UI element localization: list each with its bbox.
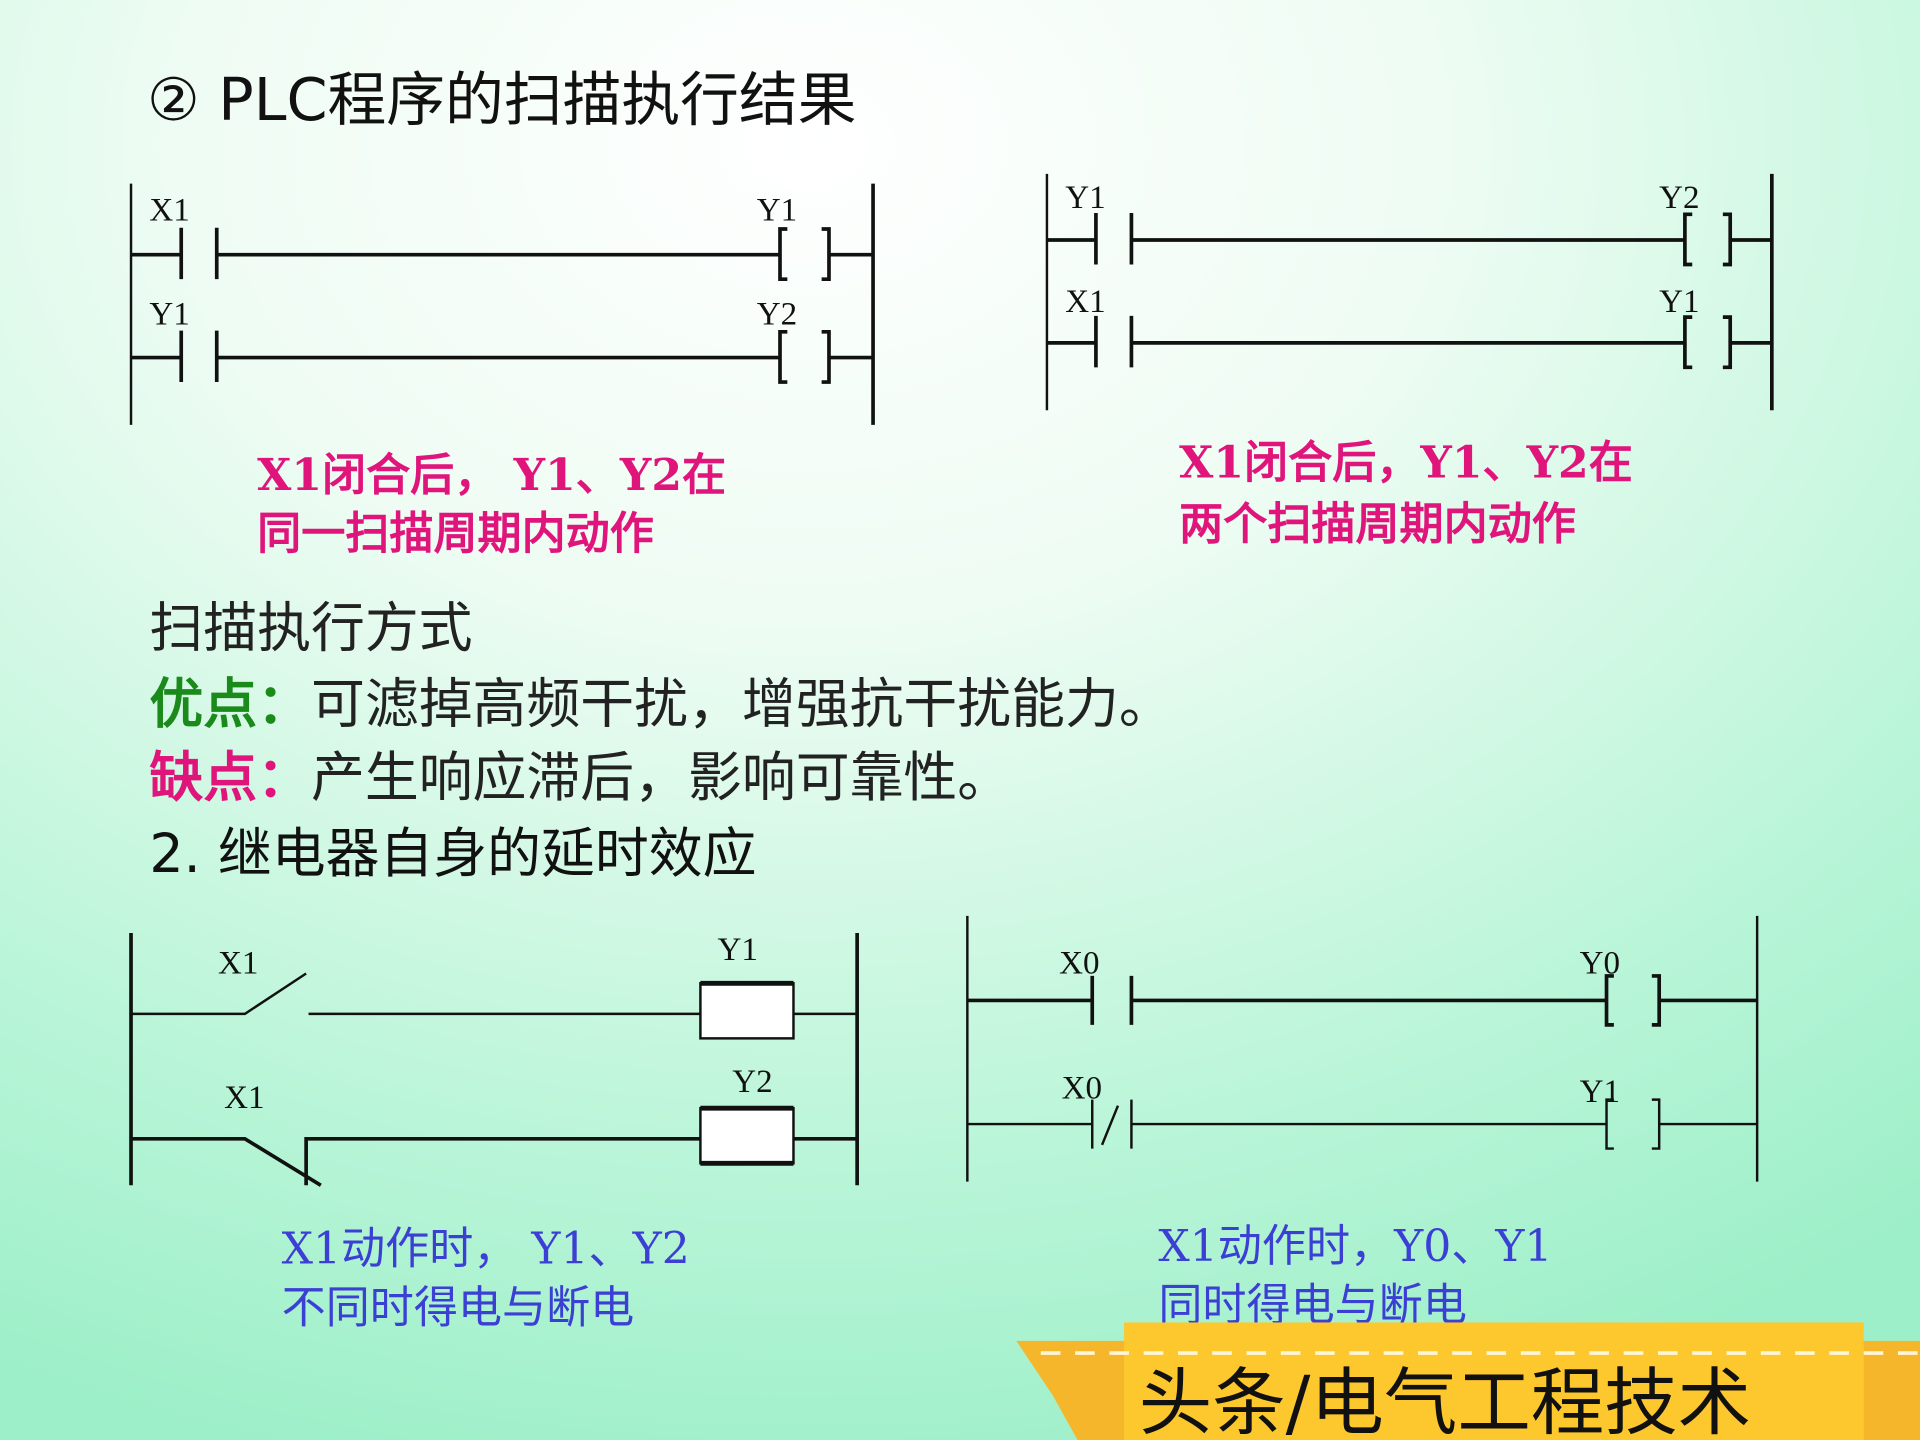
pros-label: 优点：: [149, 672, 311, 735]
switch-label: X1: [218, 945, 258, 981]
coil-label: Y2: [757, 296, 797, 332]
watermark-banner: 头条/电气工程技术: [1016, 1322, 1920, 1440]
section-2-heading: 2. 继电器自身的延时效应: [149, 822, 756, 885]
cons-label: 缺点：: [149, 746, 311, 809]
cons-text: 产生响应滞后，影响可靠性。: [311, 746, 1011, 809]
coil-label: Y0: [1580, 945, 1620, 981]
contact-label: X1: [1065, 284, 1105, 320]
coil-label: Y1: [718, 932, 758, 968]
switch-label: X1: [224, 1080, 264, 1116]
caption-line: X1动作时， Y1、Y2: [282, 1224, 690, 1275]
coil-label: Y2: [1659, 180, 1699, 216]
scan-mode-heading: 扫描执行方式: [149, 597, 472, 660]
caption-line: 不同时得电与断电: [282, 1282, 635, 1333]
coil-label: Y2: [732, 1064, 772, 1100]
svg-text:缺点：产生响应滞后，影响可靠性。: 缺点：产生响应滞后，影响可靠性。: [149, 746, 1011, 809]
caption-line: X1闭合后， Y1、Y2在: [257, 450, 726, 501]
pros-text: 可滤掉高频干扰，增强抗干扰能力。: [311, 672, 1173, 735]
contact-label: Y1: [1065, 180, 1105, 216]
contact-label: X0: [1062, 1070, 1102, 1106]
caption-line: X1动作时，Y0、Y1: [1158, 1221, 1552, 1272]
ladder-diagram-2: Y1 Y2 X1 Y1: [1045, 173, 1774, 411]
caption-line: 同一扫描周期内动作: [257, 509, 654, 560]
ladder-diagram-4: X0 Y0 X0 Y1: [966, 915, 1759, 1182]
caption-line: 两个扫描周期内动作: [1179, 499, 1576, 550]
coil-label: Y1: [1659, 284, 1699, 320]
contact-label: Y1: [149, 296, 189, 332]
caption-line: X1闭合后，Y1、Y2在: [1179, 438, 1633, 489]
slide-title: ② PLC程序的扫描执行结果: [147, 65, 856, 134]
coil-label: Y1: [757, 192, 797, 228]
watermark-text: 头条/电气工程技术: [1139, 1361, 1751, 1440]
contact-label: X0: [1059, 945, 1099, 981]
relay-diagram: X1 Y1 X1 Y2: [129, 932, 859, 1187]
coil-label: Y1: [1580, 1074, 1620, 1110]
contact-label: X1: [149, 192, 189, 228]
svg-text:优点：可滤掉高频干扰，增强抗干扰能力。: 优点：可滤掉高频干扰，增强抗干扰能力。: [149, 672, 1172, 735]
ladder-diagram-1: X1 Y1 Y1 Y2: [129, 183, 875, 425]
